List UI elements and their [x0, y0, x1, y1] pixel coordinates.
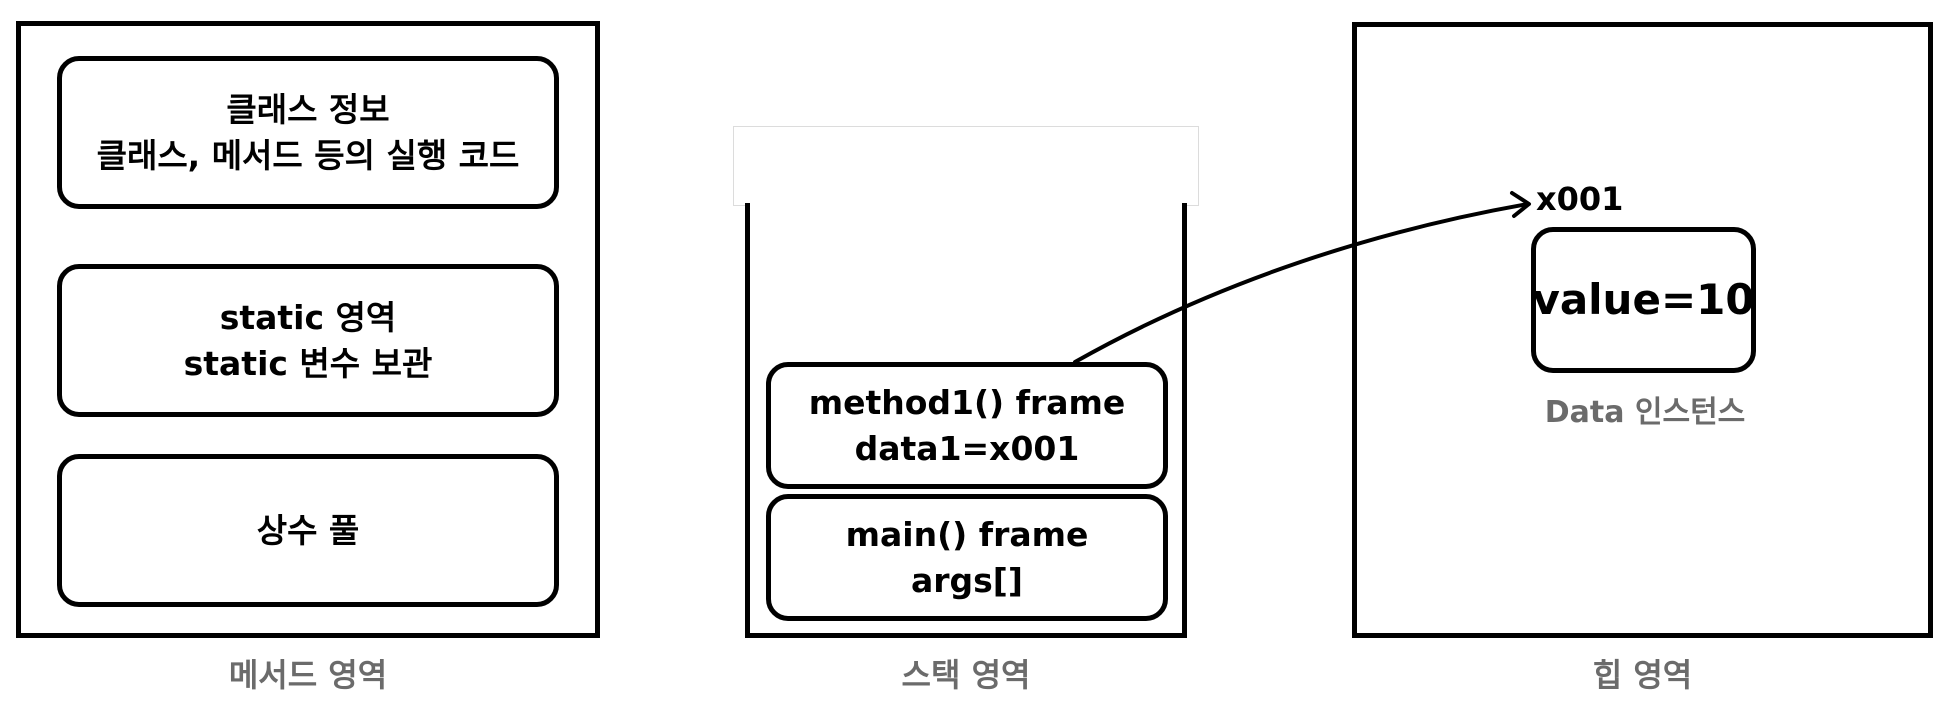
- class-info-detail: 클래스, 메서드 등의 실행 코드: [96, 135, 520, 175]
- method-area-caption: 메서드 영역: [228, 656, 388, 694]
- instance-type-label: Data 인스턴스: [1544, 395, 1746, 430]
- frame-title: main() frame: [845, 514, 1089, 554]
- instance-value: value=10: [1532, 275, 1755, 324]
- stack-area-caption: 스택 영역: [901, 656, 1031, 694]
- class-info-title: 클래스 정보: [226, 89, 390, 129]
- heap-area-caption: 힙 영역: [1592, 656, 1693, 694]
- static-area-detail: static 변수 보관: [183, 343, 433, 383]
- constant-pool-title: 상수 풀: [256, 510, 360, 550]
- constant-pool-box: 상수 풀: [57, 454, 559, 607]
- stack-opening: [733, 126, 1199, 206]
- method1-frame-box: method1() frame data1=x001: [766, 362, 1168, 489]
- frame-variable: args[]: [911, 560, 1023, 600]
- frame-title: method1() frame: [808, 382, 1126, 422]
- data-instance-box: value=10: [1531, 227, 1756, 373]
- main-frame-box: main() frame args[]: [766, 494, 1168, 621]
- reference-arrow-line: [1073, 202, 1530, 364]
- static-area-box: static 영역 static 변수 보관: [57, 264, 559, 417]
- reference-arrow-head: [1510, 191, 1531, 218]
- static-area-title: static 영역: [219, 297, 397, 337]
- class-info-box: 클래스 정보 클래스, 메서드 등의 실행 코드: [57, 56, 559, 209]
- instance-address-label: x001: [1536, 180, 1624, 218]
- frame-variable: data1=x001: [854, 428, 1080, 468]
